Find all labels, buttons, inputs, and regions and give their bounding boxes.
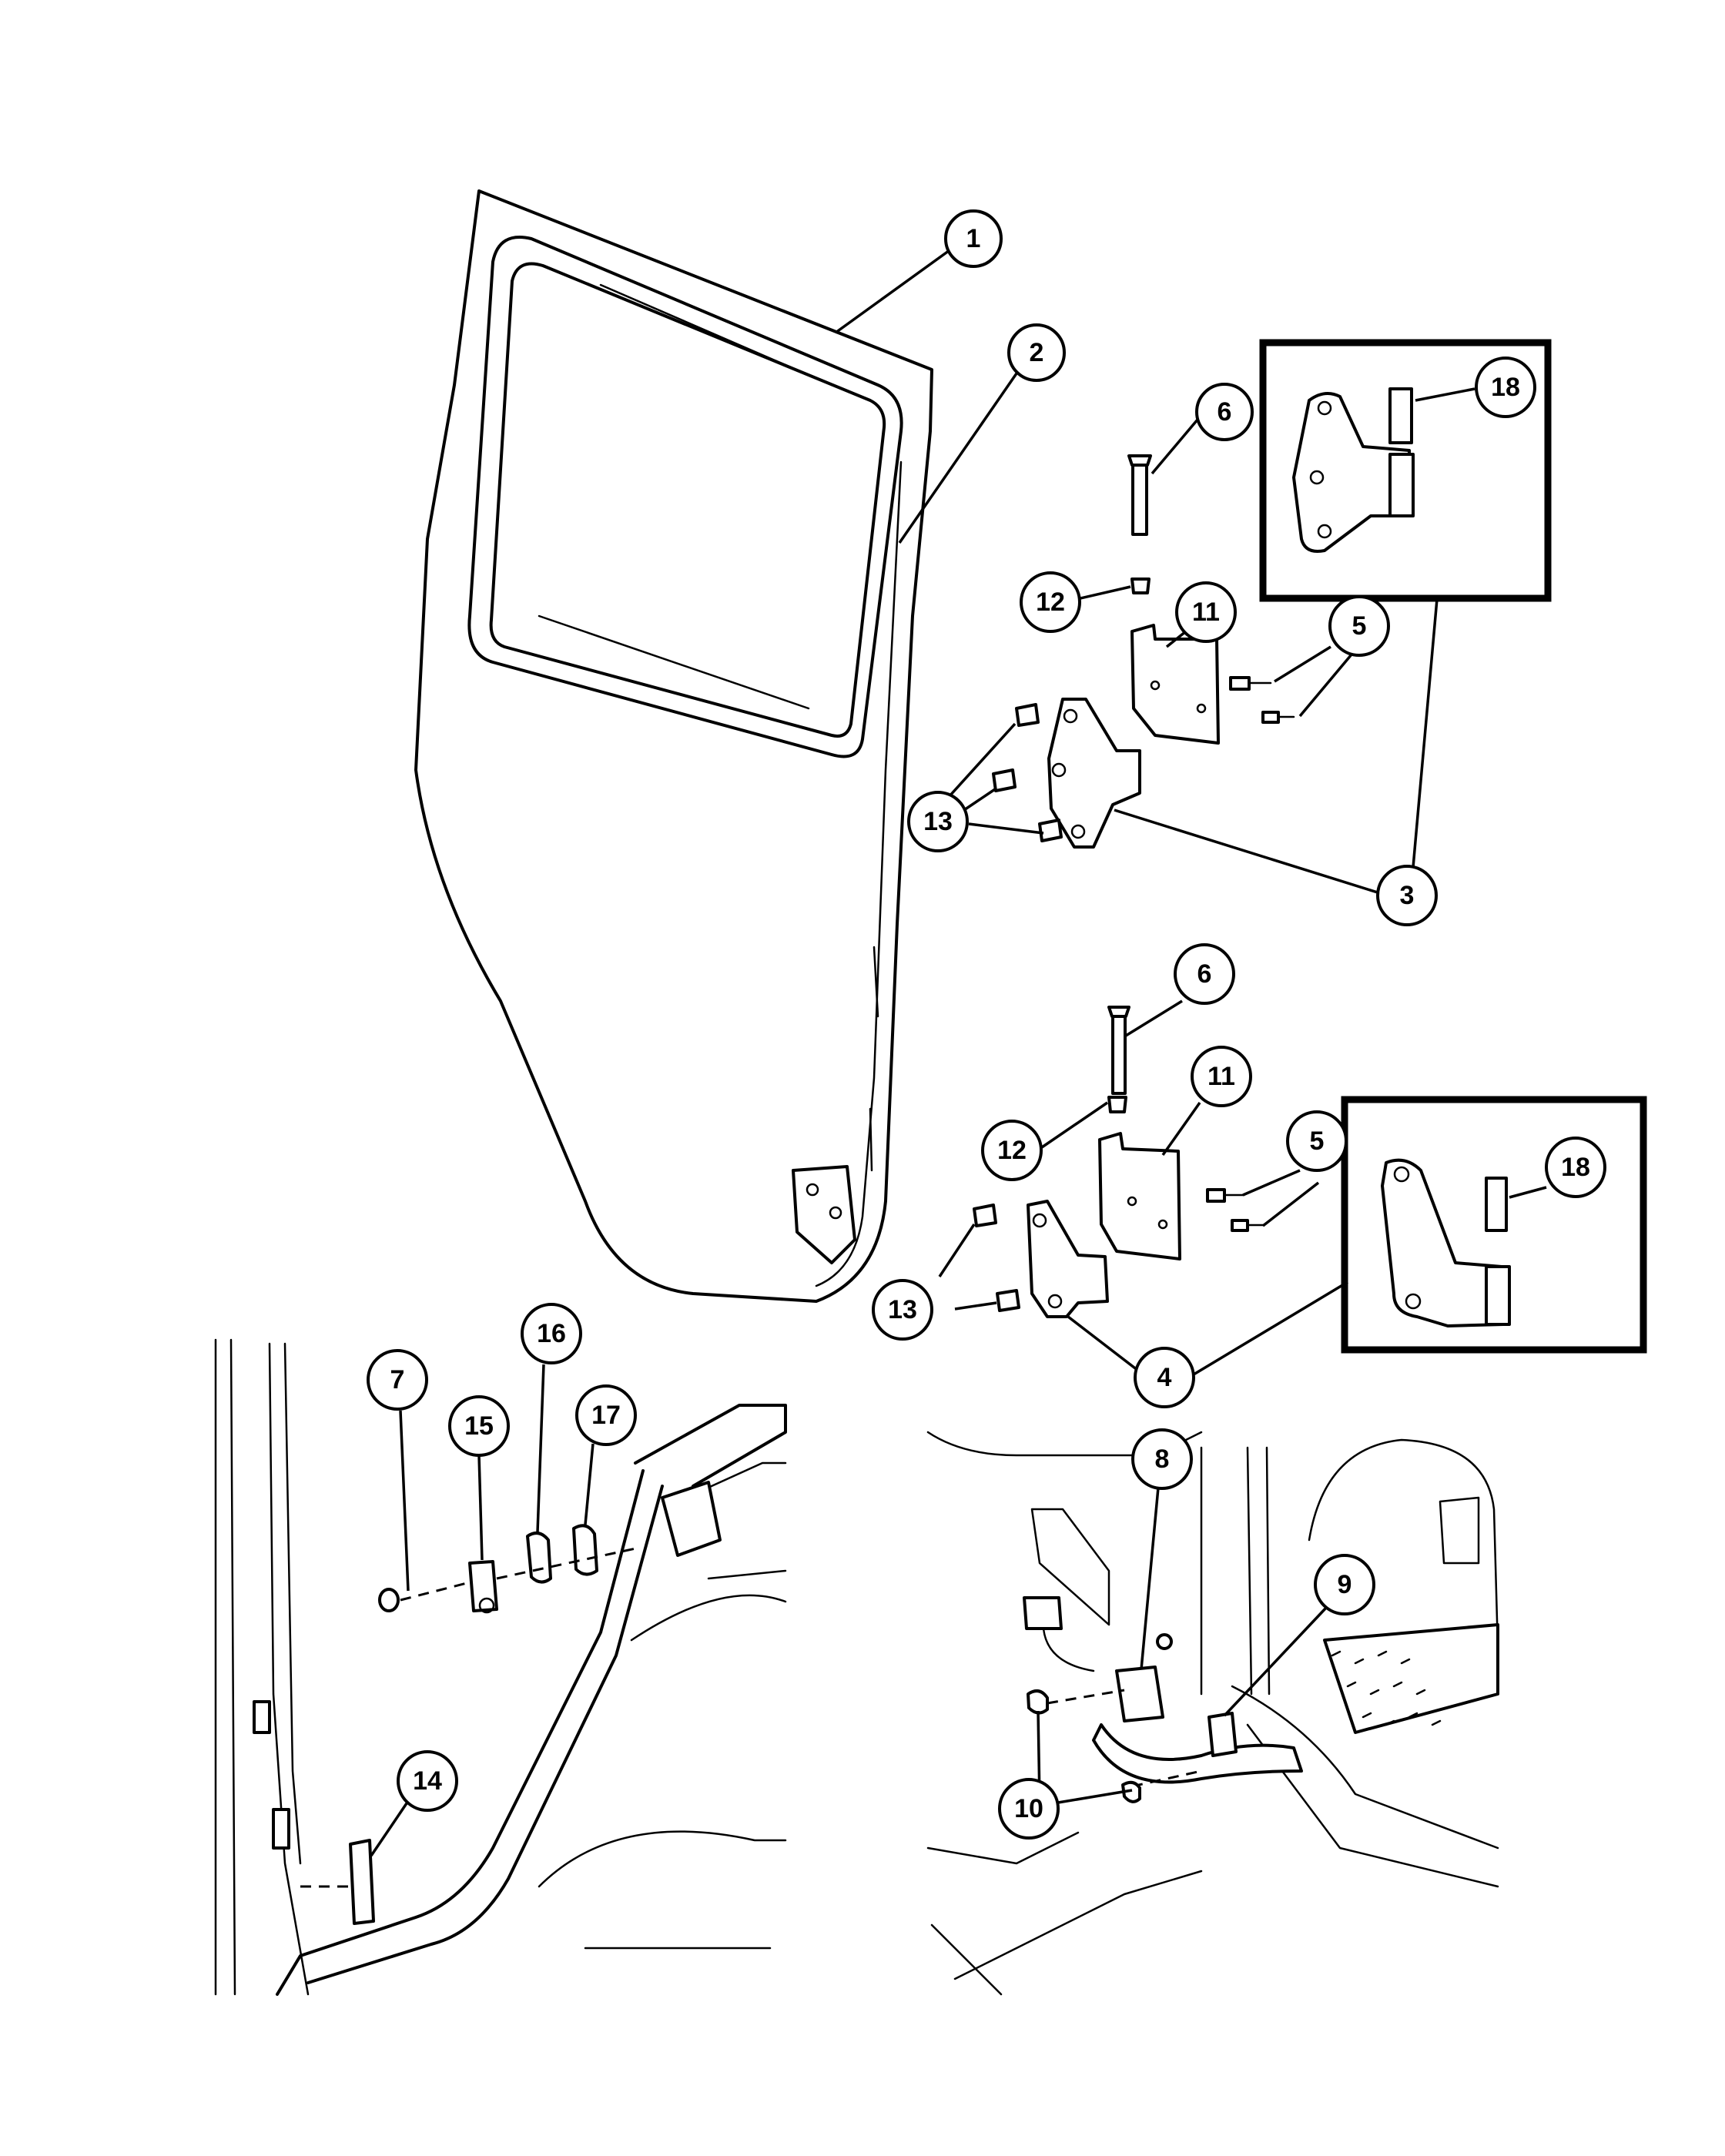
callout-14: 14 — [397, 1750, 458, 1812]
callout-12-upper: 12 — [1020, 571, 1081, 633]
callout-9-label: 9 — [1338, 1570, 1352, 1599]
upper-bolts-5 — [1229, 676, 1295, 724]
striker-parts-7-15-16-17 — [378, 1524, 640, 1614]
callout-16: 16 — [521, 1303, 582, 1364]
callout-9: 9 — [1314, 1554, 1375, 1615]
floor-texture — [1331, 1650, 1442, 1726]
callout-4-label: 4 — [1157, 1363, 1172, 1392]
callout-5-upper: 5 — [1328, 595, 1390, 657]
callout-8-label: 8 — [1155, 1445, 1170, 1474]
lower-hinge-4 — [1027, 1200, 1109, 1318]
callout-2: 2 — [1007, 323, 1066, 382]
callout-11-lower: 11 — [1191, 1046, 1252, 1107]
callout-1: 1 — [944, 209, 1003, 268]
inset-lower-hinge — [1381, 1158, 1511, 1327]
inset-box-lower — [1341, 1096, 1647, 1354]
callout-13-lower-label: 13 — [888, 1295, 917, 1324]
lower-bolts-5 — [1206, 1188, 1264, 1232]
callout-11-upper: 11 — [1175, 581, 1237, 643]
floor-view — [926, 1431, 1499, 1996]
lower-bushing — [1107, 1096, 1127, 1113]
callout-2-label: 2 — [1030, 338, 1044, 367]
callout-11-upper-label: 11 — [1192, 598, 1220, 627]
callout-3-label: 3 — [1400, 881, 1415, 910]
callout-5-lower: 5 — [1286, 1110, 1348, 1172]
callout-12-lower: 12 — [981, 1120, 1043, 1181]
callout-5-lower-label: 5 — [1310, 1127, 1325, 1156]
callout-10: 10 — [998, 1778, 1060, 1840]
callout-13-upper: 13 — [907, 791, 969, 852]
callout-1-label: 1 — [966, 224, 981, 253]
callout-12-upper-label: 12 — [1036, 588, 1065, 617]
callout-11-lower-label: 11 — [1208, 1062, 1235, 1091]
check-strap-8-9-10 — [1027, 1633, 1303, 1803]
callout-15: 15 — [448, 1395, 510, 1457]
callout-16-label: 16 — [537, 1319, 566, 1348]
lower-hinge-pin — [1107, 1006, 1130, 1095]
bumper-14 — [300, 1839, 375, 1925]
callout-14-label: 14 — [413, 1766, 442, 1796]
upper-hinge-pin — [1127, 454, 1152, 536]
callout-17-label: 17 — [591, 1401, 621, 1430]
leader-lines — [370, 245, 1547, 1856]
lower-bolts-13 — [973, 1204, 1020, 1312]
callout-18-upper: 18 — [1475, 357, 1536, 418]
door-glass — [467, 236, 903, 758]
upper-hinge-half-11 — [1130, 624, 1220, 745]
lower-hinge-half-11 — [1098, 1132, 1181, 1260]
callout-6-lower: 6 — [1174, 943, 1235, 1005]
callout-6-upper: 6 — [1195, 383, 1254, 441]
callout-12-lower-label: 12 — [997, 1136, 1027, 1165]
callout-17: 17 — [575, 1384, 637, 1446]
inset-upper-hinge — [1292, 387, 1415, 553]
callout-13-upper-label: 13 — [923, 807, 953, 836]
callout-7: 7 — [367, 1349, 428, 1411]
upper-bushing — [1130, 578, 1151, 594]
callout-18-upper-label: 18 — [1491, 373, 1520, 402]
callout-5-upper-label: 5 — [1352, 611, 1367, 641]
callout-3: 3 — [1376, 865, 1438, 926]
callout-15-label: 15 — [464, 1411, 494, 1441]
callout-8: 8 — [1131, 1428, 1193, 1490]
inset-box-upper — [1259, 339, 1552, 602]
callout-6-upper-label: 6 — [1218, 397, 1232, 427]
callout-18-lower: 18 — [1545, 1137, 1606, 1198]
callout-10-label: 10 — [1014, 1794, 1043, 1823]
body-pillar-view — [214, 1338, 787, 1996]
upper-hinge-3 — [1047, 698, 1141, 849]
callout-6-lower-label: 6 — [1197, 959, 1212, 989]
callout-4: 4 — [1134, 1347, 1195, 1408]
door-shell — [414, 189, 933, 1303]
callout-13-lower: 13 — [872, 1279, 933, 1341]
callout-18-lower-label: 18 — [1561, 1153, 1590, 1182]
callout-7-label: 7 — [390, 1365, 405, 1394]
upper-bolts-13 — [992, 703, 1063, 842]
